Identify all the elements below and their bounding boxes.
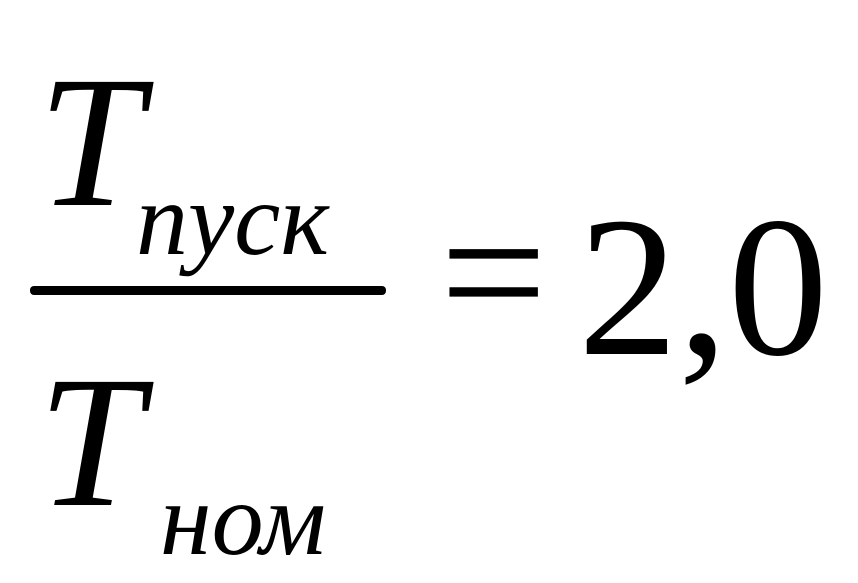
fraction-bar <box>30 286 386 295</box>
denominator-subscript: ном <box>160 462 327 577</box>
denominator-symbol: T <box>38 337 143 546</box>
result-value: 2,0 <box>578 177 828 398</box>
equals-sign: = <box>440 168 548 378</box>
numerator-symbol: T <box>38 37 143 246</box>
numerator-subscript: пуск <box>136 162 329 277</box>
